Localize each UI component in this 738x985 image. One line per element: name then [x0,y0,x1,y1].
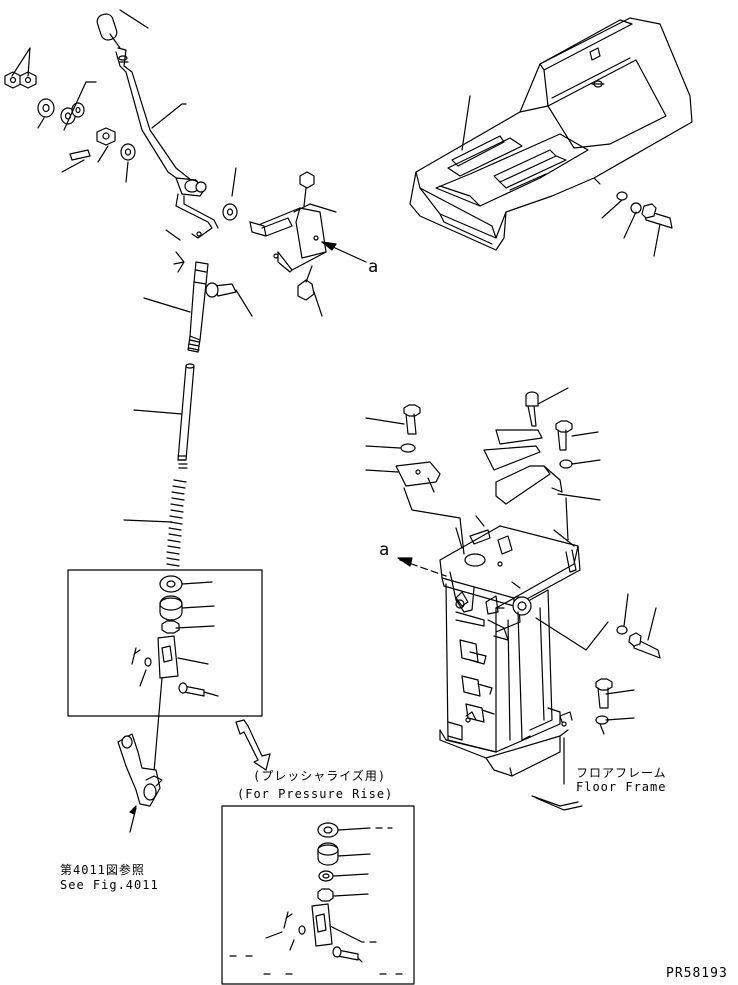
double-arrow-to-pressure-rise [236,720,270,770]
pressure-rise-title-jp: (プレッシャライズ用) [253,769,387,783]
drawing-number: PR58193 [666,966,728,981]
floor-frame-label-en: Floor Frame [576,780,667,794]
lever-knob [95,12,120,48]
detail-box-standard [68,570,262,716]
top-bolts-and-plates [366,388,600,504]
lever-pivot-bracket [176,178,218,238]
lever-washers-and-nuts [5,72,237,220]
console-cover [410,18,692,250]
see-fig-label-en: See Fig.4011 [60,878,159,892]
lower-arm [118,678,162,832]
spring [124,480,186,566]
cotter-pin-upper [174,252,184,272]
side-bolts [596,594,660,734]
view-arrow-upper [322,242,366,262]
lever-rod [116,48,196,188]
floor-frame-label-jp: フロアフレーム [576,766,667,780]
bracket-frame [440,526,608,776]
console-cover-bolts [602,192,672,256]
lever-leader-lines [12,10,236,240]
pressure-rise-title-en: (For Pressure Rise) [237,787,394,801]
view-mark-a-lower: a [379,540,390,560]
floor-frame-pointer [532,738,582,810]
see-fig-label-jp: 第4011図参照 [60,863,145,877]
bracket-leader-lines [404,478,568,554]
view-arrow-lower [398,558,446,576]
upper-rod [144,262,208,352]
view-mark-a-upper: a [368,257,379,277]
threaded-rod [134,364,194,468]
linkage-housing [206,172,336,316]
detail-box-pressure-rise [222,806,414,984]
